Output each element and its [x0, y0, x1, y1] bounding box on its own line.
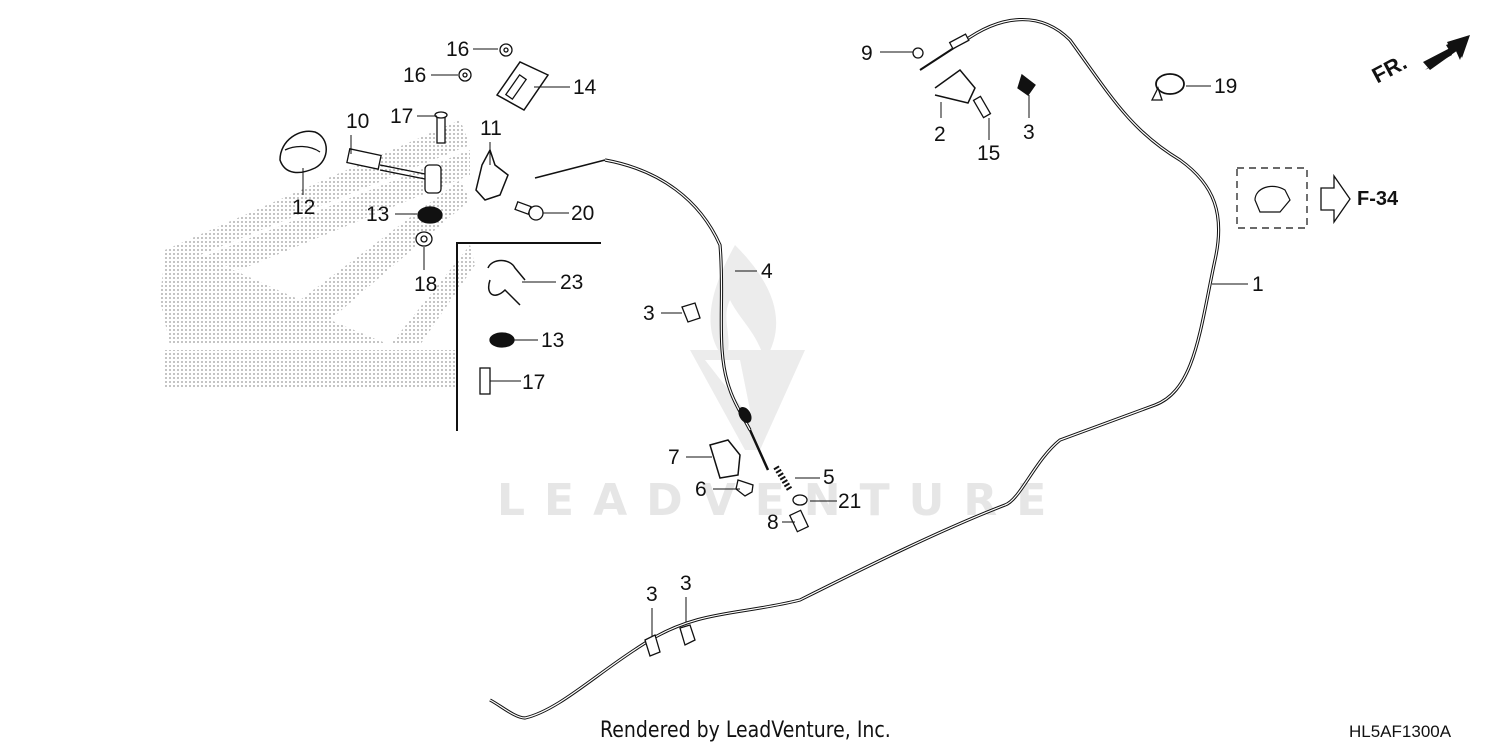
callout-16[interactable]: 16 [403, 64, 427, 87]
callout-20[interactable]: 20 [571, 202, 595, 225]
callout-3[interactable]: 3 [643, 302, 655, 325]
callout-2[interactable]: 2 [934, 123, 946, 146]
callout-15[interactable]: 15 [977, 142, 1001, 165]
cross-reference-link[interactable]: F-34 [1357, 188, 1399, 210]
callout-19[interactable]: 19 [1214, 75, 1238, 98]
callout-17[interactable]: 17 [390, 105, 414, 128]
callout-21[interactable]: 21 [838, 490, 862, 513]
callout-23[interactable]: 23 [560, 271, 584, 294]
cable-1 [489, 18, 1221, 720]
callout-9[interactable]: 9 [861, 42, 873, 65]
callout-10[interactable]: 10 [346, 110, 370, 133]
callout-17[interactable]: 17 [522, 371, 546, 394]
callout-4[interactable]: 4 [761, 260, 773, 283]
callout-13[interactable]: 13 [366, 203, 390, 226]
callout-13[interactable]: 13 [541, 329, 565, 352]
footer-credit: Rendered by LeadVenture, Inc. [600, 718, 891, 743]
callout-3[interactable]: 3 [646, 583, 658, 606]
callout-6[interactable]: 6 [695, 478, 707, 501]
callout-18[interactable]: 18 [414, 273, 438, 296]
callout-3[interactable]: 3 [680, 572, 692, 595]
callout-3[interactable]: 3 [1023, 121, 1035, 144]
leadventure-text-watermark: LEADVENTURE [497, 475, 1066, 526]
callout-7[interactable]: 7 [668, 446, 680, 469]
callout-1[interactable]: 1 [1252, 273, 1264, 296]
callout-16[interactable]: 16 [446, 38, 470, 61]
callout-14[interactable]: 14 [573, 76, 597, 99]
callout-8[interactable]: 8 [767, 511, 779, 534]
diagram-code: HL5AF1300A [1349, 722, 1452, 741]
callout-12[interactable]: 12 [292, 196, 316, 219]
callout-5[interactable]: 5 [823, 466, 835, 489]
callout-11[interactable]: 11 [480, 117, 502, 140]
cable-4 [604, 158, 752, 431]
